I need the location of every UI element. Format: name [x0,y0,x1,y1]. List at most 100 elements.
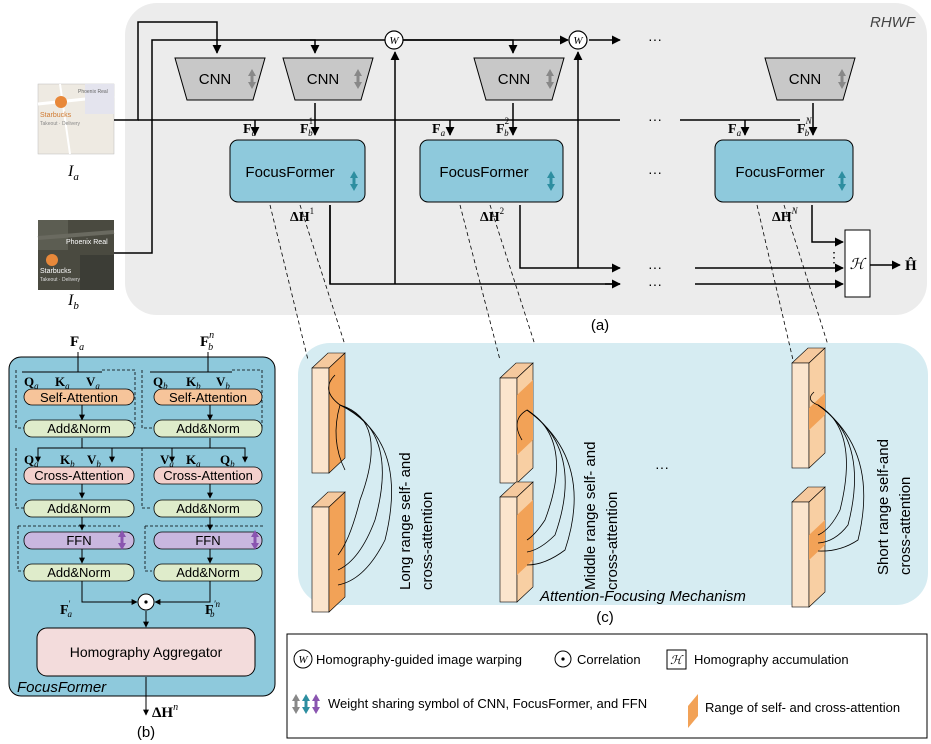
svg-text:FFN: FFN [66,533,91,548]
legend: W Homography-guided image warping Correl… [286,633,928,739]
legend-share-text: Weight sharing symbol of CNN, FocusForme… [328,696,647,711]
panel-a: RHWF Phoenix Real Starbucks Takeout · De… [37,3,927,334]
legend-warp-icon: W [293,649,313,669]
svg-text:Add&Norm: Add&Norm [47,421,111,436]
v-label-3: Vb [87,452,101,469]
k-label-3: Kb [60,452,75,469]
add-norm-2-left: Add&Norm [23,499,135,518]
add-norm-1-right: Add&Norm [153,419,263,438]
svg-text:W: W [389,35,399,47]
ellipsis-fa: ··· [648,111,662,127]
image-ia: Phoenix Real Starbucks Takeout · Deliver… [37,83,115,155]
svg-text:ℋ: ℋ [850,257,867,273]
add-norm-3-right: Add&Norm [153,563,263,582]
svg-text:Takeout · Delivery: Takeout · Delivery [40,121,81,127]
focusformer-block-2: FocusFormer [419,139,564,203]
input-fa: Fa [70,334,84,353]
svg-text:Add&Norm: Add&Norm [47,565,111,580]
k-label-4: Ka [186,452,201,469]
svg-text:CNN: CNN [307,71,340,88]
svg-text:Starbucks: Starbucks [40,112,72,119]
cross-attention-right: Cross-Attention [153,466,263,485]
ib-label: Ib [67,292,79,312]
ellipsis-bottom-2: ··· [648,276,662,292]
v-label-4: Va [160,452,174,469]
svg-text:FocusFormer: FocusFormer [439,164,528,181]
svg-text:Homography Aggregator: Homography Aggregator [70,644,223,660]
k-label-2: Kb [186,374,201,391]
svg-text:Phoenix Real: Phoenix Real [78,89,108,95]
cnn-block-1: CNN [174,57,266,101]
ellipsis-bottom-1: ··· [648,259,662,275]
q-label-2: Qb [153,374,168,391]
svg-text:FocusFormer: FocusFormer [735,164,824,181]
svg-text:Self-Attention: Self-Attention [169,390,247,405]
svg-text:CNN: CNN [498,71,531,88]
legend-accumulation-text: Homography accumulation [694,652,849,667]
svg-text:FFN: FFN [195,533,220,548]
warp-node-2: W [568,30,588,50]
svg-text:FocusFormer: FocusFormer [245,164,334,181]
output-fa-prime: F′a [60,599,73,619]
ffn-right: FFN [153,530,263,550]
focusformer-block-1: FocusFormer [229,139,366,203]
svg-text:Phoenix Real: Phoenix Real [66,239,108,246]
legend-warp-text: Homography-guided image warping [316,652,522,667]
ellipsis-top: ··· [648,31,662,47]
projection-lines [269,204,829,361]
legend-range-text: Range of self- and cross-attention [705,700,900,715]
fa-label-3: Fa [728,122,742,138]
panel-b-lines [22,352,248,716]
range-icon [688,694,698,728]
svg-text:Add&Norm: Add&Norm [176,421,240,436]
q-label-1: Qa [24,374,39,391]
accumulator-block: ℋ [844,229,871,298]
cnn-block-4: CNN [764,57,856,101]
add-norm-2-right: Add&Norm [153,499,263,518]
warp-node-1: W [384,30,404,50]
svg-text:W: W [298,654,308,666]
panel-c-title: Attention-Focusing Mechanism [539,588,746,605]
fa-label-1: Fa [243,122,257,138]
vertical-ellipsis: ⋮ [827,249,841,265]
residual-dashes [15,369,263,572]
add-norm-1-left: Add&Norm [23,419,135,438]
panel-a-title: RHWF [870,14,916,31]
output-h-hat: Ĥ [905,257,917,274]
svg-text:Add&Norm: Add&Norm [47,501,111,516]
self-attention-right: Self-Attention [153,388,263,406]
legend-accumulation-icon: ℋ [666,649,687,670]
legend-correlation-icon [554,650,572,668]
svg-text:Starbucks: Starbucks [40,268,72,275]
svg-text:ℋ: ℋ [670,653,684,667]
svg-text:CNN: CNN [199,71,232,88]
feature-maps-middle [499,362,575,603]
ffn-left: FFN [23,530,135,550]
focusformer-block-3: FocusFormer [714,139,854,203]
svg-text:Takeout · Delivery: Takeout · Delivery [40,277,81,283]
svg-text:W: W [573,35,583,47]
output-delta-h: ΔHn [152,702,178,721]
svg-text:Add&Norm: Add&Norm [176,565,240,580]
feature-maps-short [791,347,865,608]
svg-text:Add&Norm: Add&Norm [176,501,240,516]
fa-label-2: Fa [432,122,446,138]
panel-c-caption: (c) [596,609,614,626]
ellipsis-ff: ··· [648,164,662,180]
ia-label: Ia [67,163,79,183]
add-norm-3-left: Add&Norm [23,563,135,582]
cnn-block-3: CNN [473,57,565,101]
panel-b-caption: (b) [137,724,155,741]
panel-b-title: FocusFormer [17,679,107,696]
